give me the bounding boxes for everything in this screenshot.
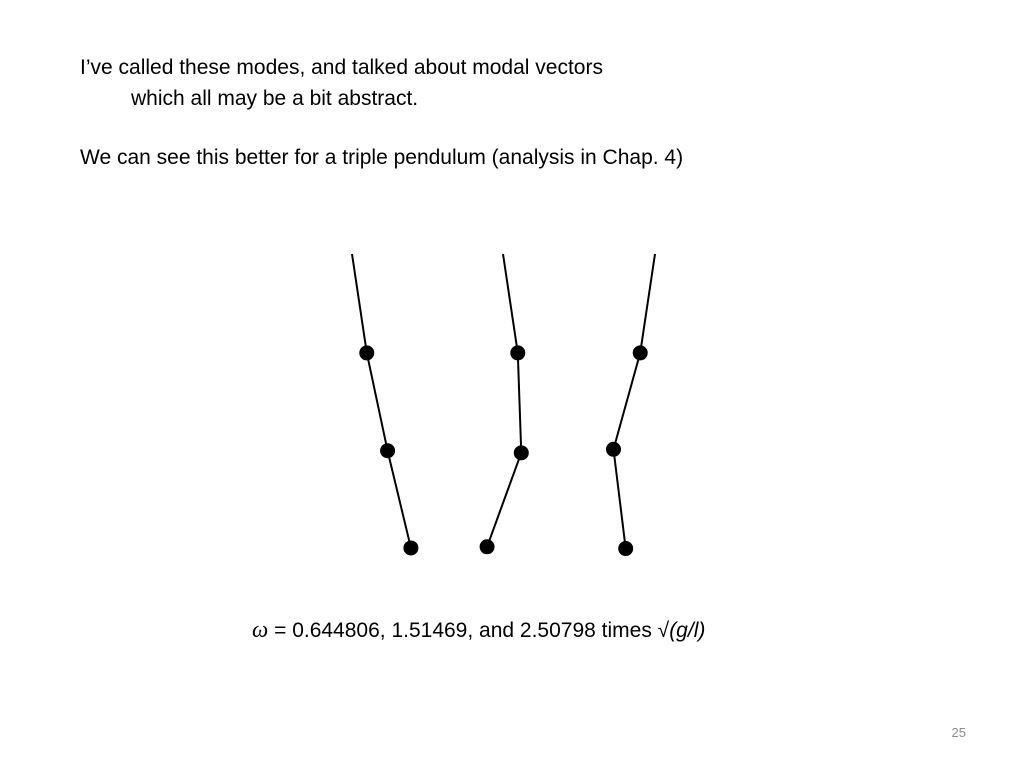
frequency-values: 0.644806, 1.51469, and 2.50798 times	[292, 619, 658, 642]
pendulum-rod-2	[365, 352, 389, 451]
pendulum-bob-1	[632, 345, 648, 361]
g-over-l-factor: (g/l)	[669, 619, 706, 642]
pendulum-mode-1	[351, 253, 419, 556]
frequency-formula: ω = 0.644806, 1.51469, and 2.50798 times…	[252, 617, 705, 644]
intro-text-continuation: which all may be a bit abstract.	[131, 87, 419, 110]
pendulum-bob-3	[479, 539, 495, 555]
pendulum-bob-2	[513, 445, 529, 461]
pendulum-rod-1	[502, 253, 519, 354]
slide-number: 25	[951, 725, 966, 740]
equals-sign: =	[268, 619, 293, 642]
pendulum-rod-3	[486, 452, 523, 548]
pendulum-bob-3	[403, 540, 419, 556]
pendulum-mode-2	[479, 253, 529, 555]
pendulum-bob-1	[510, 345, 526, 361]
triple-pendulum-text: We can see this better for a triple pend…	[80, 146, 684, 169]
pendulum-rod-3	[612, 449, 627, 549]
pendulum-rod-3	[386, 450, 412, 549]
intro-text-line: I’ve called these modes, and talked abou…	[80, 56, 603, 79]
pendulum-bob-1	[359, 345, 375, 361]
pendulum-bob-2	[380, 443, 396, 459]
sqrt-symbol: √	[657, 619, 670, 642]
pendulum-mode-3	[605, 253, 656, 557]
pendulum-bob-2	[605, 441, 621, 457]
pendulum-rod-2	[612, 352, 642, 450]
omega-symbol: ω	[252, 617, 269, 642]
pendulum-rod-1	[639, 253, 656, 354]
pendulum-bob-3	[618, 541, 634, 557]
pendulum-rod-2	[516, 352, 523, 453]
pendulum-rod-1	[351, 253, 368, 354]
